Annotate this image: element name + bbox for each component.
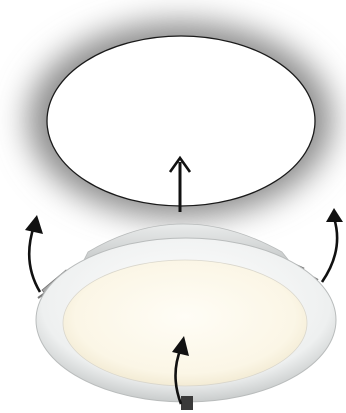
connector-tab	[181, 396, 193, 410]
fixture-diffuser	[63, 260, 307, 386]
curved-arrow-left-icon	[25, 215, 43, 292]
curved-arrow-right-icon	[322, 208, 343, 282]
